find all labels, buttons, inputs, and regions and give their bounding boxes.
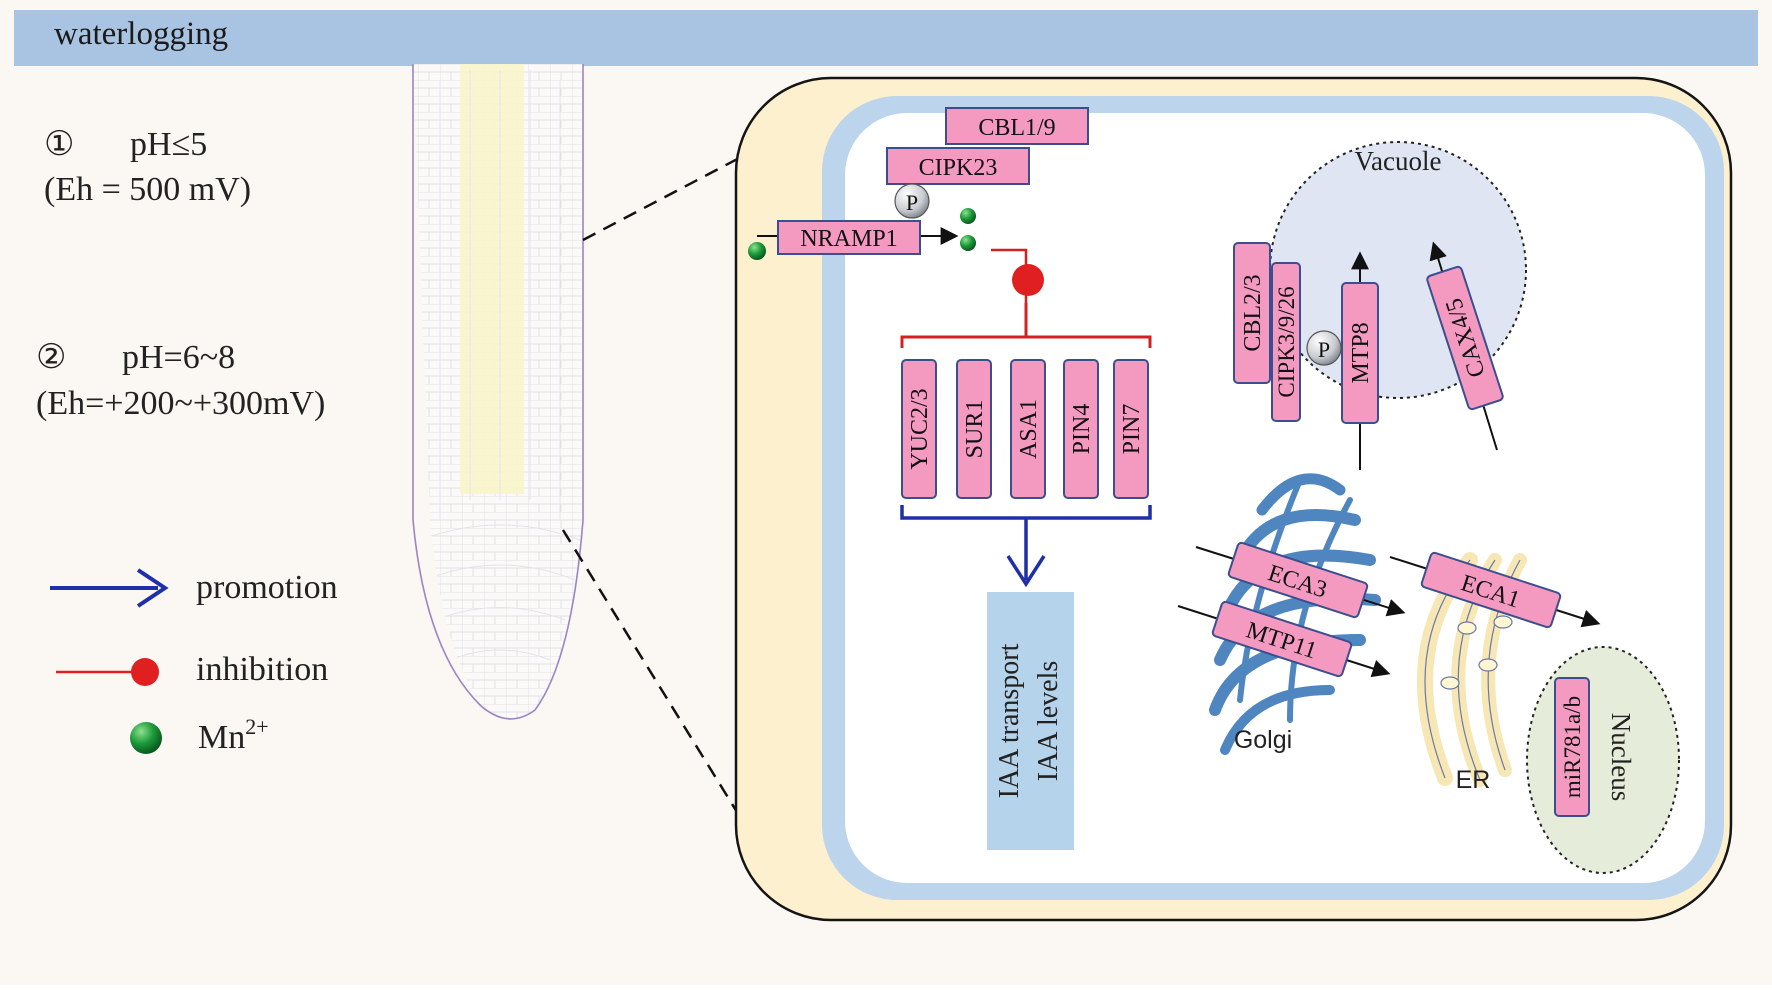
svg-text:SUR1: SUR1 (962, 400, 988, 459)
phospho-nramp1: P (894, 183, 930, 219)
iaa-transport-label: IAA transport (994, 643, 1025, 798)
legend-promotion-label: promotion (196, 569, 338, 606)
condition-2: ② pH=6~8 (Eh=+200~+300mV) (36, 339, 325, 422)
mir781ab: miR781a/b (1554, 677, 1590, 817)
protein-eca1: ECA1 (1420, 551, 1562, 629)
nucleus (1526, 646, 1680, 874)
inhibition-bracket (900, 303, 1152, 348)
er-label: ER (1456, 766, 1491, 794)
protein-yuc23: YUC2/3 (901, 359, 937, 499)
condition-1-eh: (Eh = 500 mV) (44, 171, 251, 208)
svg-text:YUC2/3: YUC2/3 (907, 388, 933, 469)
zoom-line-bottom (561, 529, 747, 826)
svg-text:CBL1/9: CBL1/9 (978, 115, 1055, 141)
protein-mtp8: MTP8 (1341, 282, 1379, 424)
legend: promotion inhibition Mn2+ (50, 568, 338, 756)
condition-2-marker: ② (36, 339, 66, 376)
iaa-box (987, 592, 1074, 850)
protein-cbl23: CBL2/3 (1233, 242, 1271, 384)
protein-cbl19: CBL1/9 (945, 107, 1089, 145)
svg-text:NRAMP1: NRAMP1 (800, 226, 897, 252)
svg-text:CBL2/3: CBL2/3 (1240, 274, 1266, 351)
svg-text:P: P (1318, 337, 1330, 362)
condition-1: ① pH≤5 (Eh = 500 mV) (44, 126, 251, 208)
banner-title: waterlogging (54, 16, 228, 52)
condition-1-marker: ① (44, 126, 74, 163)
svg-text:CIPK3/9/26: CIPK3/9/26 (1274, 286, 1299, 397)
protein-cipk23: CIPK23 (886, 147, 1030, 185)
promotion-bracket (900, 505, 1152, 580)
promotion-arrowhead (1006, 555, 1046, 588)
nucleus-label: Nucleus (1606, 713, 1636, 801)
root-tip-illustration (412, 64, 584, 720)
protein-cipk3926: CIPK3/9/26 (1271, 262, 1301, 422)
svg-text:MTP8: MTP8 (1348, 322, 1374, 383)
protein-nramp1: NRAMP1 (777, 220, 921, 255)
svg-text:PIN4: PIN4 (1069, 404, 1095, 455)
inhibition-dot (1012, 264, 1044, 296)
protein-asa1: ASA1 (1010, 359, 1046, 499)
svg-text:PIN7: PIN7 (1119, 404, 1145, 455)
protein-pin4: PIN4 (1063, 359, 1099, 499)
protein-sur1: SUR1 (956, 359, 992, 499)
vacuole-label: Vacuole (1355, 146, 1442, 176)
condition-2-eh: (Eh=+200~+300mV) (36, 385, 325, 422)
protein-pin7: PIN7 (1113, 359, 1149, 499)
mn-ion-icon (130, 722, 162, 754)
svg-text:ASA1: ASA1 (1016, 399, 1042, 459)
condition-2-ph: pH=6~8 (122, 339, 235, 376)
golgi-label: Golgi (1234, 726, 1292, 754)
svg-text:P: P (906, 190, 918, 215)
legend-inhibition-label: inhibition (196, 651, 328, 688)
mn-ion-outside (748, 242, 766, 260)
inhibition-dot-icon (131, 658, 159, 686)
condition-1-ph: pH≤5 (130, 126, 207, 163)
zoom-line-top (582, 153, 746, 242)
svg-text:CIPK23: CIPK23 (919, 155, 998, 181)
legend-ion-label: Mn2+ (198, 714, 269, 756)
svg-text:miR781a/b: miR781a/b (1560, 696, 1585, 798)
iaa-levels-label: IAA levels (1033, 661, 1064, 782)
mn-ion-inside-2 (960, 235, 976, 251)
mn-ion-inside-1 (960, 208, 976, 224)
promotion-arrowhead-icon (136, 568, 169, 608)
waterlogging-banner (14, 10, 1758, 66)
phospho-mtp8: P (1306, 330, 1342, 366)
